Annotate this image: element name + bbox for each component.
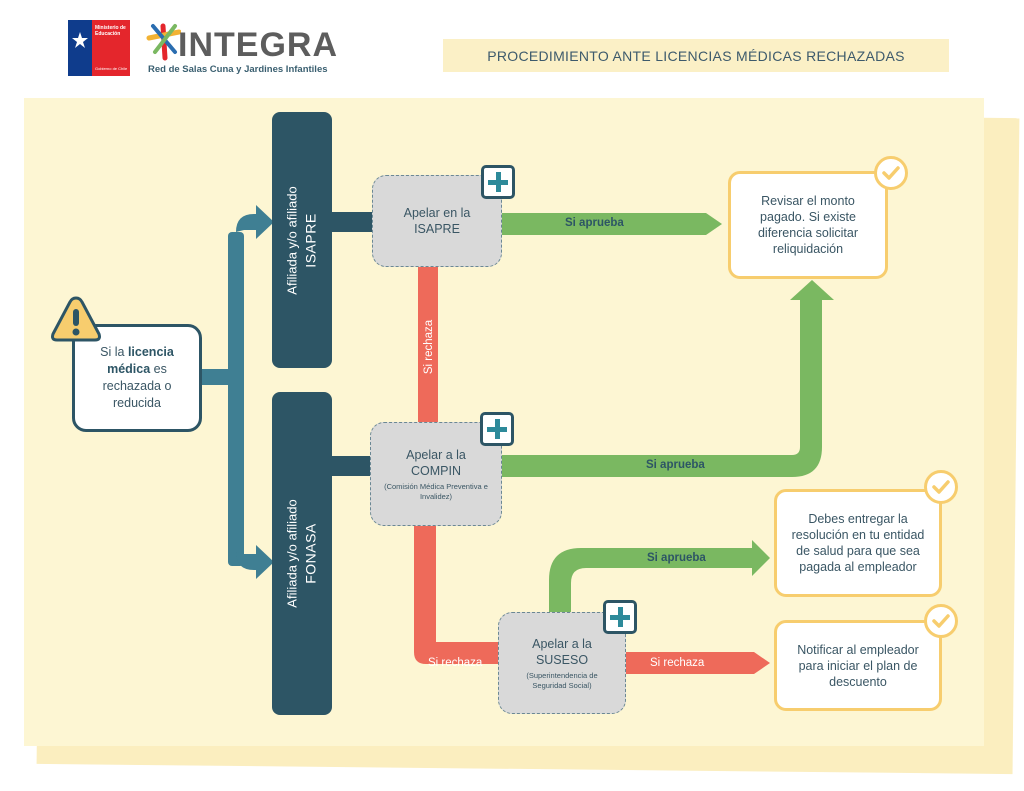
check-icon-revisar [874,156,908,190]
arrow-compin-aprueba [498,280,834,477]
warning-icon [50,294,102,344]
branch-isapre-bar: Afiliada y/o afiliado ISAPRE [272,112,332,368]
node-apelar-isapre: Apelar en la ISAPRE [372,175,502,267]
branch-fonasa-bar: Afiliada y/o afiliado FONASA [272,392,332,715]
arrow-isapre-aprueba [498,213,722,235]
arrow-suseso-rechaza [624,652,770,674]
label-suseso-rechaza: Si rechaza [650,657,705,669]
result-revisar-monto: Revisar el monto pagado. Si existe difer… [728,171,888,279]
branch-fonasa-line1: Afiliada y/o afiliado [284,499,300,608]
start-condition-box: Si la licencia médica es rechazada o red… [72,324,202,432]
label-compin-rechaza: Si rechaza [428,657,483,669]
start-text-pre: Si la [100,345,128,359]
integra-subtitle: Red de Salas Cuna y Jardines Infantiles [148,64,328,75]
result-entregar-resolucion: Debes entregar la resolución en tu entid… [774,489,942,597]
branch-isapre-line2: ISAPRE [302,212,319,268]
result-entregar-text: Debes entregar la resolución en tu entid… [791,512,925,574]
node-compin-text: Apelar a la COMPIN [406,447,466,478]
branch-fonasa-line2: FONASA [302,523,319,584]
ministerio-educacion-logo: Ministerio de Educación Gobierno de Chil… [68,20,130,76]
start-text-bold: licencia médica [107,345,174,376]
gov-logo-line2: Educación [95,31,121,37]
gov-logo-line1: Ministerio de [95,25,126,31]
connector-isapre-bar-node [332,212,374,232]
check-icon-entregar [924,470,958,504]
connector-isapre-rechaza [418,262,438,422]
arrow-suseso-aprueba [549,540,770,612]
gov-logo-line3: Gobierno de Chile [95,66,128,71]
plus-icon-isapre [481,165,515,199]
arrow-to-fonasa-bar [236,545,274,579]
node-suseso-sub: (Superintendencia de Seguridad Social) [526,670,598,690]
integra-star-icon [145,22,182,62]
label-isapre-aprueba: Si aprueba [565,217,624,229]
node-compin-sub: (Comisión Médica Preventiva e Invalidez) [384,481,488,501]
result-revisar-text: Revisar el monto pagado. Si existe difer… [757,194,859,256]
check-icon-notificar [924,604,958,638]
integra-name: INTEGRA [178,26,338,64]
connector-start-split [200,369,228,385]
result-notificar-text: Notificar al empleador para iniciar el p… [797,642,919,689]
connector-compin-rechaza [414,524,500,664]
node-isapre-text: Apelar en la ISAPRE [403,206,471,236]
plus-icon-suseso [603,600,637,634]
connector-split-vertical [228,232,244,566]
label-suseso-aprueba: Si aprueba [647,552,706,564]
result-notificar-empleador: Notificar al empleador para iniciar el p… [774,620,942,711]
branch-isapre-line1: Afiliada y/o afiliado [284,185,300,295]
label-compin-aprueba: Si aprueba [646,459,705,471]
plus-icon-compin [480,412,514,446]
start-text-post: es rechazada o reducida [102,362,172,410]
arrow-to-isapre-bar [236,205,274,239]
page-title: PROCEDIMIENTO ANTE LICENCIAS MÉDICAS REC… [443,39,949,72]
connector-fonasa-bar-node [332,456,374,476]
label-isapre-rechaza: Si rechaza [423,319,435,375]
node-suseso-text: Apelar a la SUSESO [532,636,592,667]
